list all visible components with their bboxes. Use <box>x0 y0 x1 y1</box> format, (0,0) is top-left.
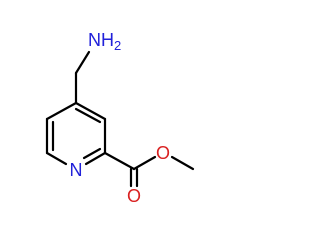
amine-h-label: H <box>101 30 114 50</box>
ring-nitrogen-label: N <box>70 160 83 180</box>
bond-c4-c5 <box>45 101 78 121</box>
bond-nh2-ch2 <box>74 50 91 75</box>
bond-n1-c2 <box>84 151 107 166</box>
bond-carbonyl-ester-oxygen <box>132 155 157 171</box>
bond-c3-c4-inner <box>74 107 102 124</box>
bond-c3-c4 <box>74 101 107 121</box>
ester-oxygen-label: O <box>156 143 170 163</box>
carbonyl-oxygen-label: O <box>127 186 141 206</box>
bond-ester-oxygen-methyl <box>170 155 195 171</box>
structure-canvas: NH2 N O O <box>45 30 195 206</box>
bond-c6-n1 <box>45 151 68 166</box>
amine-h-subscript: 2 <box>114 38 121 53</box>
bond-c2-carbonyl <box>103 151 136 171</box>
amine-n-label: N <box>88 30 101 50</box>
bond-n1-c2-inner <box>82 147 102 160</box>
amine-label: NH2 <box>88 30 121 53</box>
